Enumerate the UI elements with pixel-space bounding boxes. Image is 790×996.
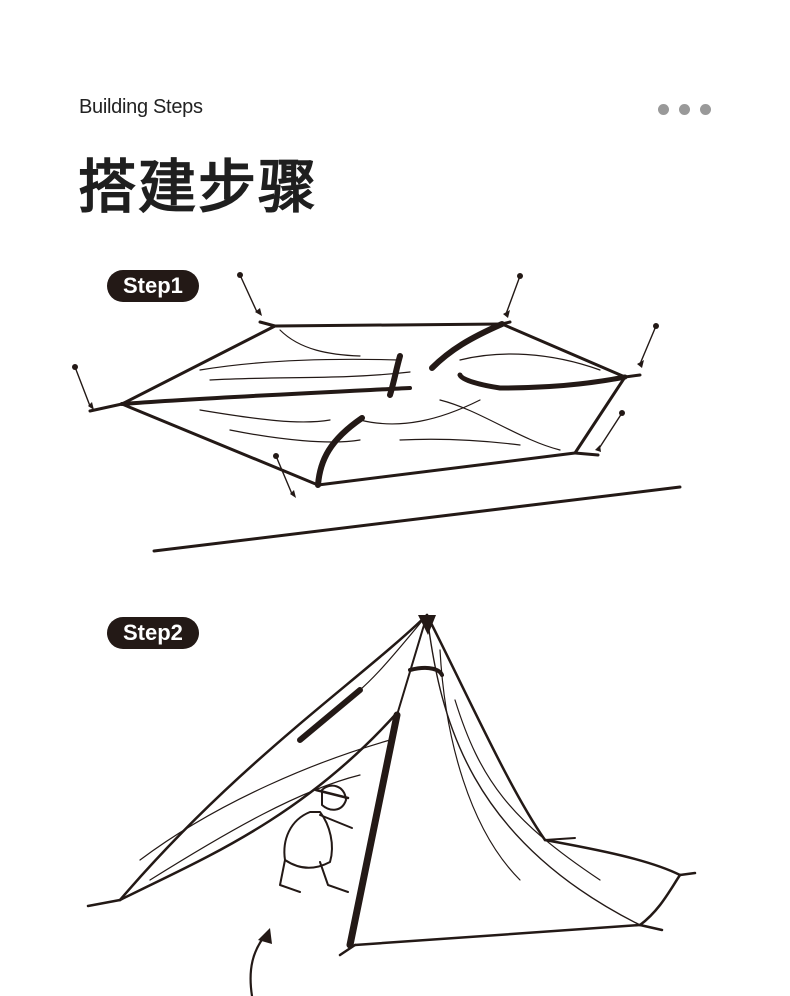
dot (679, 104, 690, 115)
step1-badge: Step1 (107, 270, 199, 302)
dot (700, 104, 711, 115)
tent-outline (120, 322, 627, 487)
ground-line (152, 485, 682, 553)
step2-illustration (86, 613, 697, 996)
section-subtitle: Building Steps (79, 96, 203, 118)
step1-illustration (72, 272, 682, 553)
three-dots-icon (658, 104, 711, 115)
dot (658, 104, 669, 115)
step2-badge: Step2 (107, 617, 199, 649)
page-title: 搭建步骤 (78, 153, 319, 221)
